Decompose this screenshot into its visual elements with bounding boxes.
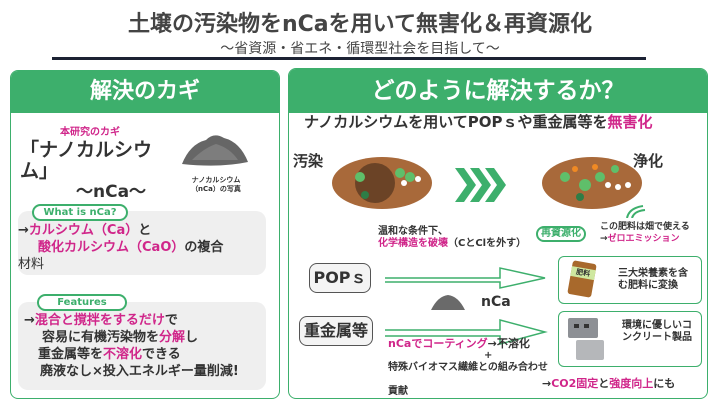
text-segment: 容易に有機汚染物を [42, 330, 160, 345]
text-segment: カルシウム（Ca） [28, 223, 139, 238]
lead-text: ナノカルシウムを用いてPOPｓや重金属等を無害化 [304, 114, 704, 130]
key-label: 本研究のカギ [60, 127, 120, 138]
heavy-metals-box: 重金属等 [299, 316, 373, 346]
biomass-text: 特殊バイオマス繊維との組み合わせ [388, 362, 548, 373]
text-segment: ナノカルシウムを用いてPOPｓや重金属等を [304, 113, 608, 131]
process-arrows [385, 267, 548, 345]
text-segment: →不溶化 [487, 337, 530, 350]
name-line: 「ナノカルシウ [20, 139, 153, 161]
page-title: 土壌の汚染物をnCaを用いて無害化＆再資源化 [128, 12, 592, 37]
text-segment: 化学構造を破壊 [378, 238, 448, 249]
text-segment: と [598, 377, 610, 390]
text-segment: → [18, 223, 29, 238]
text-segment: CO2固定 [551, 377, 599, 390]
recycle-arrow-icon [626, 205, 646, 218]
features-box [18, 302, 266, 390]
text-segment: と [138, 223, 152, 238]
panel-heading: どのように解決するか？ [289, 69, 707, 113]
what-is-text: →カルシウム（Ca）と 酸化カルシウム（CaO）の複合 材料 [18, 223, 224, 272]
text-segment: → [542, 377, 552, 390]
co2-text: →CO2固定と強度向上にも [542, 377, 708, 390]
concrete-block-icon [568, 318, 604, 360]
condition-text: 温和な条件下、 化学構造を破壊（CとClを外す） [378, 226, 527, 249]
purified-label: 浄化 [633, 152, 664, 170]
nca-powder-icon [431, 295, 465, 310]
polluted-label: 汚染 [293, 152, 324, 170]
text-segment: （CとClを外す） [448, 238, 527, 249]
features-pill: Features [37, 294, 127, 311]
text-segment: → [600, 234, 608, 244]
pops-box: POPｓ [309, 263, 371, 293]
text-segment: できる [142, 347, 181, 362]
polluted-field-illustration [332, 157, 432, 209]
panel-heading: 解決のカギ [11, 71, 279, 113]
text-segment: し [185, 330, 199, 345]
nca-powder-photo [182, 135, 248, 166]
title-divider [52, 57, 646, 60]
photo-caption: ナノカルシウム （nCa）の写真 [180, 176, 252, 194]
how-to-solve-panel: どのように解決するか？ [288, 68, 708, 399]
chevron-arrows-icon [455, 168, 506, 202]
nca-label: nCa [481, 294, 511, 310]
what-is-pill: What is nCa? [32, 204, 128, 221]
text-segment: → [24, 313, 35, 328]
text-segment: 酸化カルシウム（CaO） [38, 240, 185, 255]
coating-text: nCaでコーティング→不溶化 [388, 337, 558, 350]
name-line: ム」 [20, 160, 59, 182]
text-segment: nCaでコーティング [388, 337, 488, 350]
fertilizer-text: 三大栄養素を含む肥料に変換 [618, 268, 688, 291]
caption-line: ナノカルシウム [191, 176, 241, 184]
text-segment: 分解 [159, 330, 186, 345]
text-segment: 強度向上 [609, 377, 654, 390]
nca-abbr: ～nCa～ [76, 182, 147, 202]
what-is-box [18, 211, 266, 275]
contribution-text: 貢献 [388, 386, 408, 397]
text-segment: 無害化 [607, 113, 653, 131]
caption-line: （nCa）の写真 [191, 185, 241, 193]
nanocalcium-name: 「ナノカルシウ ム」 [20, 140, 152, 182]
text-segment: にも [653, 377, 676, 390]
recycle-pill: 再資源化 [536, 226, 586, 242]
purified-field-illustration [542, 157, 642, 209]
text-segment: で [164, 313, 178, 328]
concrete-text: 環境に優しいコンクリート製品 [622, 320, 692, 343]
text-segment: 重金属等を [38, 347, 104, 362]
text-segment: ゼロエミッション [607, 234, 680, 244]
plus-sign: + [484, 350, 493, 361]
fertilizer-bag-label: 肥料 [570, 266, 596, 281]
zero-emission-note: この肥料は畑で使える →ゼロエミッション [600, 222, 690, 244]
features-text: →混合と撹拌をするだけで 容易に有機汚染物を分解し 重金属等を不溶化できる 廃液… [24, 313, 239, 379]
text-segment: 混合と撹拌をするだけ [34, 313, 165, 328]
page-subtitle: ～省資源・省エネ・循環型社会を目指して～ [220, 41, 500, 57]
text-segment: の複合 [184, 240, 224, 255]
text-segment: 不溶化 [103, 347, 143, 362]
